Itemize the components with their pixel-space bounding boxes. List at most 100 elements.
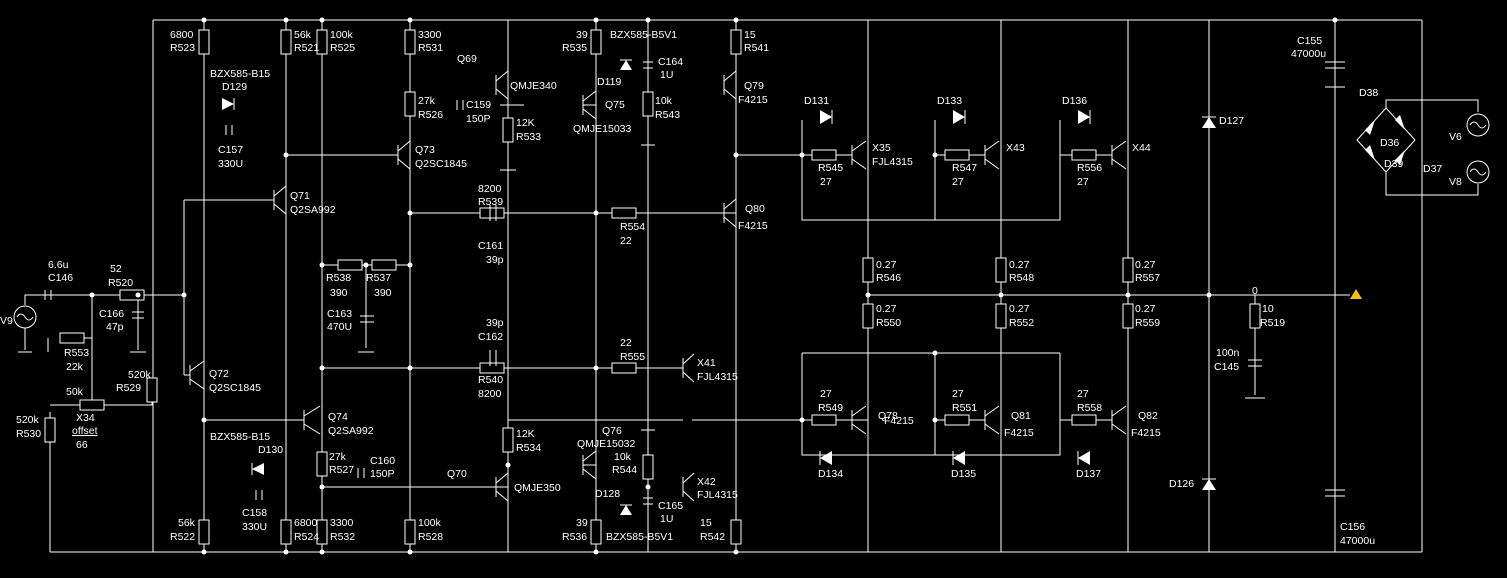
label-r536: 39 (576, 517, 588, 529)
label-r542: R542 (700, 531, 725, 543)
label-r540: 8200 (478, 388, 502, 400)
label-r521: 56k (294, 29, 312, 41)
label-v8: V8 (1449, 176, 1462, 188)
label-q75: Q75 (605, 99, 625, 111)
label-r559: R559 (1135, 317, 1160, 329)
label-q79: F4215 (738, 94, 768, 106)
label-r531: R531 (418, 42, 443, 54)
label-d39: D39 (1384, 158, 1403, 170)
label-r543: R543 (655, 109, 680, 121)
label-r559: 0.27 (1135, 303, 1156, 315)
label-v6: V6 (1449, 131, 1462, 143)
label-r525: R525 (330, 42, 355, 54)
ground-symbols (18, 86, 1345, 431)
label-q81: Q81 (1011, 410, 1031, 422)
label-r551: R551 (952, 402, 977, 414)
label-x35: X35 (872, 142, 891, 154)
label-c160: C160 (370, 455, 395, 467)
label-c161: 39p (486, 254, 504, 266)
label-c160: 150P (370, 468, 395, 480)
label-r556: 27 (1077, 176, 1089, 188)
label-r519: 0 (1252, 285, 1258, 297)
label-c156: 47000u (1340, 535, 1375, 547)
label-d130: BZX585-B15 (210, 431, 270, 443)
output-probe-marker (1350, 289, 1362, 299)
label-r545: R545 (818, 162, 843, 174)
label-c158: C158 (242, 507, 267, 519)
label-q73: Q73 (415, 144, 435, 156)
label-d137: D137 (1076, 468, 1101, 480)
label-c164: 1U (660, 69, 673, 81)
label-r549: 27 (820, 388, 832, 400)
label-c145: C145 (1214, 361, 1239, 373)
label-x42: FJL4315 (697, 489, 738, 501)
label-r520: R520 (108, 277, 133, 289)
label-c162: C162 (478, 331, 503, 343)
label-r536: R536 (562, 531, 587, 543)
label-r548: 0.27 (1009, 259, 1030, 271)
junction-dots (89, 17, 1338, 555)
label-d129: BZX585-B15 (210, 68, 270, 80)
label-x34: 50k (66, 386, 84, 398)
label-r533: R533 (516, 131, 541, 143)
label-q74: Q2SA992 (328, 425, 374, 437)
label-r534: 12K (516, 428, 535, 440)
label-q69: Q69 (457, 53, 477, 65)
label-r533: 12K (516, 117, 535, 129)
label-d135: D135 (951, 468, 976, 480)
label-r523: 6800 (170, 29, 194, 41)
label-r553: 22k (66, 361, 84, 373)
label-r541: R541 (744, 42, 769, 54)
label-r550: 0.27 (876, 303, 897, 315)
label-r547: R547 (952, 162, 977, 174)
label-r545: 27 (820, 176, 832, 188)
label-r525: 100k (330, 29, 354, 41)
label-bzx-bot: BZX585-B5V1 (606, 531, 673, 543)
label-d126: D126 (1169, 478, 1194, 490)
label-r519: R519 (1260, 317, 1285, 329)
label-q76: QMJE15032 (577, 438, 636, 450)
label-x42: X42 (697, 476, 716, 488)
label-d136: D136 (1062, 95, 1087, 107)
label-r547: 27 (952, 176, 964, 188)
label-r555: R555 (620, 351, 645, 363)
component-labels: 6800 R523 56k R521 100k R525 3300 R531 Q… (0, 29, 1462, 547)
label-c166: C166 (99, 308, 124, 320)
label-r539: R539 (478, 196, 503, 208)
label-q76: Q76 (602, 425, 622, 437)
label-d129: D129 (222, 81, 247, 93)
label-c159: 150P (466, 113, 491, 125)
label-q72: Q72 (209, 368, 229, 380)
label-qmje340: QMJE340 (510, 80, 557, 92)
label-c157: 330U (218, 158, 243, 170)
label-r557: R557 (1135, 272, 1160, 284)
label-r541: 15 (744, 29, 756, 41)
label-qmje15033: QMJE15033 (573, 123, 632, 135)
label-qmje350: QMJE350 (514, 482, 561, 494)
label-r528: R528 (418, 531, 443, 543)
label-r546: R546 (876, 272, 901, 284)
label-r524: R524 (294, 531, 319, 543)
label-r558: 27 (1077, 388, 1089, 400)
label-c162: 39p (486, 317, 504, 329)
label-r530: R530 (16, 428, 41, 440)
label-r526: R526 (418, 109, 443, 121)
label-c145: 100n (1216, 347, 1240, 359)
label-q72: Q2SC1845 (209, 382, 261, 394)
label-r522: 56k (178, 517, 196, 529)
diodes (222, 59, 1405, 515)
label-x43: X43 (1006, 142, 1025, 154)
label-bzx-top: BZX585-B5V1 (610, 29, 677, 41)
label-r558: R558 (1077, 402, 1102, 414)
label-r539: 8200 (478, 183, 502, 195)
label-r528: 100k (418, 517, 442, 529)
label-d134: D134 (818, 468, 843, 480)
label-q79: Q79 (744, 80, 764, 92)
label-r526: 27k (418, 95, 436, 107)
label-r553: R553 (64, 347, 89, 359)
label-r554: R554 (620, 221, 645, 233)
label-c163: C163 (327, 308, 352, 320)
label-r519: 10 (1262, 303, 1274, 315)
label-r554: 22 (620, 235, 632, 247)
